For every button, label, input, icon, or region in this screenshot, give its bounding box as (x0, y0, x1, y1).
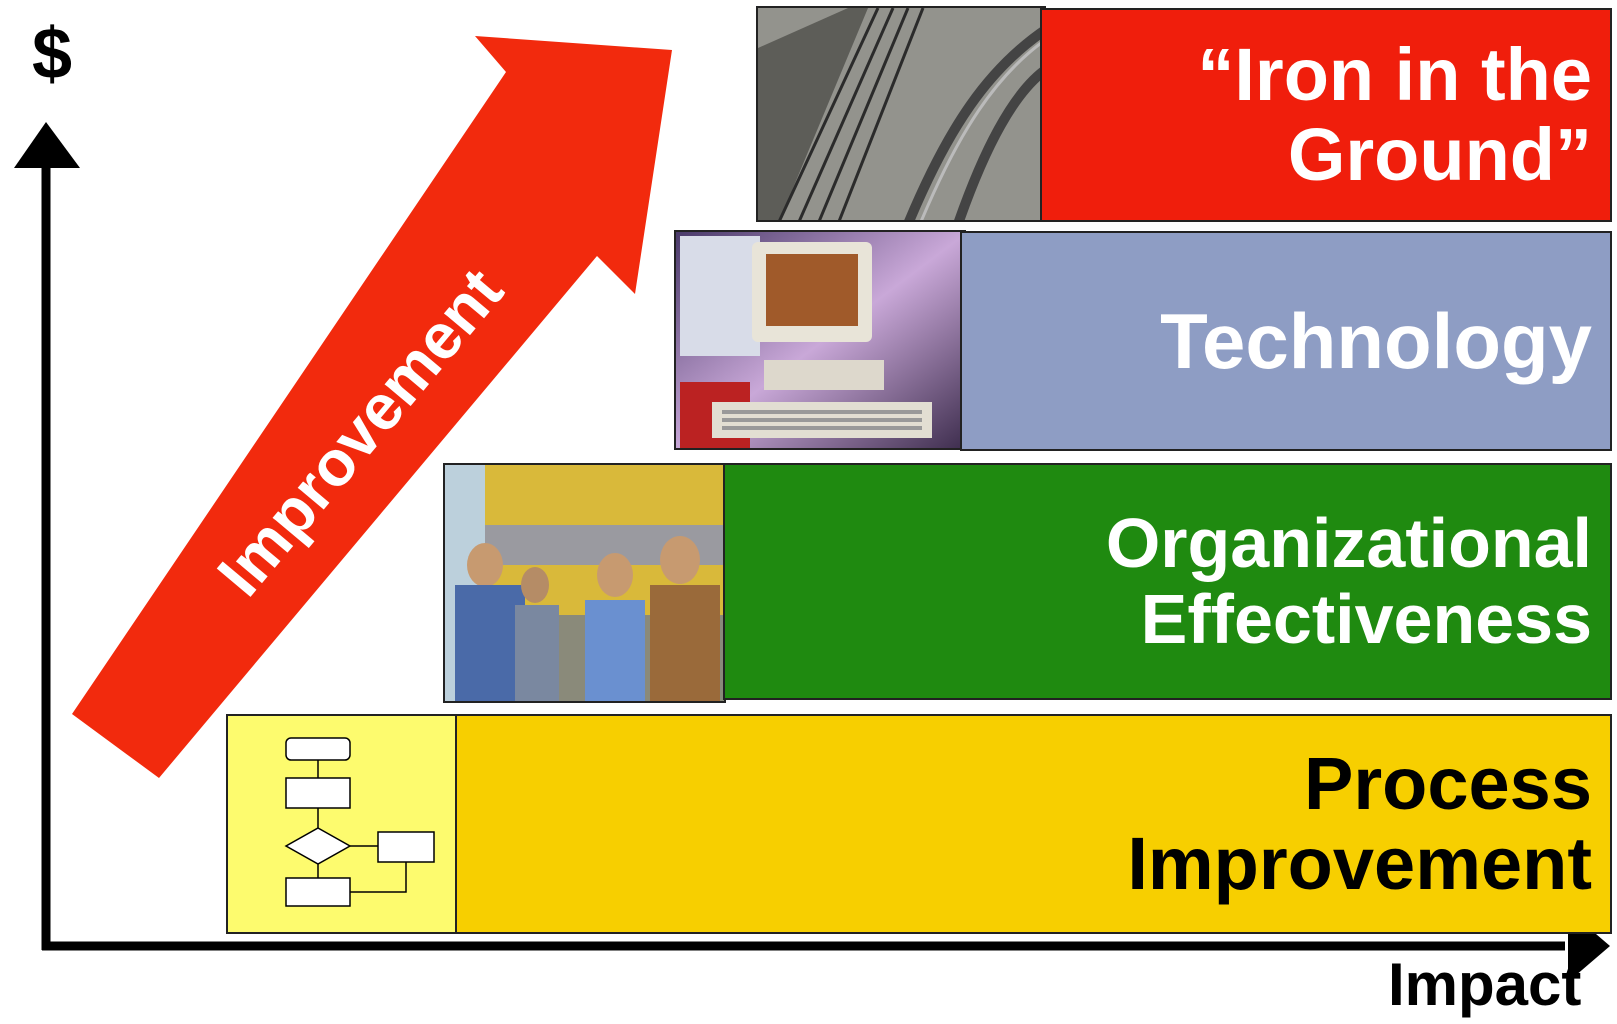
y-axis-label: $ (32, 14, 73, 94)
x-axis-label: Impact (1388, 951, 1582, 1018)
step-proc-label-line2: Improvement (1127, 822, 1592, 905)
rail-track-photo (756, 6, 1046, 222)
step-org-label-line2: Effectiveness (1140, 579, 1592, 658)
y-axis-arrowhead (14, 122, 80, 168)
step-tech-label: Technology (1160, 296, 1592, 385)
computer-photo (674, 230, 966, 450)
flowchart-icon (226, 714, 459, 934)
step-proc-label-line1: Process (1304, 742, 1592, 826)
step-iron-label-line2: Ground” (1287, 113, 1592, 196)
step-iron-label-line1: “Iron in the (1197, 33, 1592, 117)
step-technology: Technology (960, 231, 1612, 451)
step-organizational-effectiveness: Organizational Effectiveness (723, 463, 1612, 700)
railroad-crew-photo (443, 463, 726, 703)
step-process-improvement: Process Improvement (455, 714, 1612, 934)
step-iron-in-the-ground: “Iron in the Ground” (1040, 8, 1612, 222)
step-org-label-line1: Organizational (1105, 503, 1592, 582)
